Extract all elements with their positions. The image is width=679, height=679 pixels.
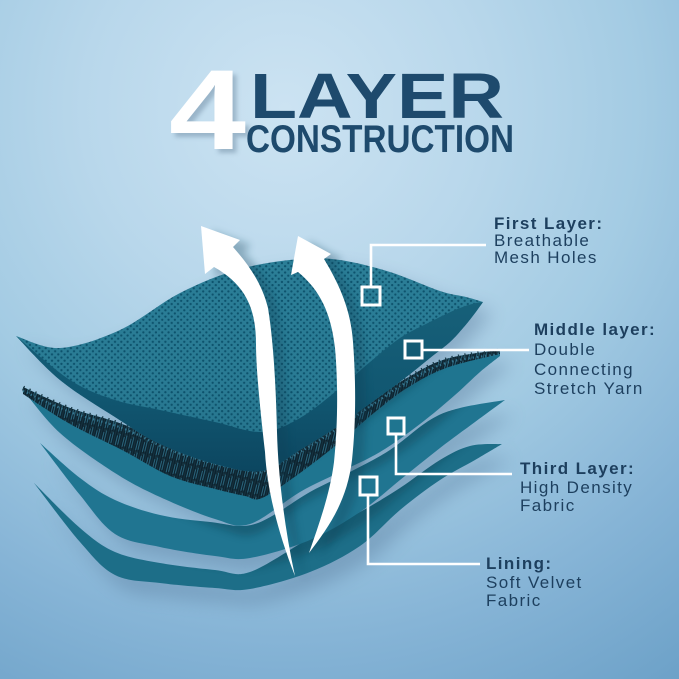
svg-text:4: 4 [169,46,246,174]
svg-text:CONSTRUCTION: CONSTRUCTION [246,118,514,161]
svg-text:LAYER: LAYER [250,60,504,132]
svg-text:4: 4 [173,50,250,178]
